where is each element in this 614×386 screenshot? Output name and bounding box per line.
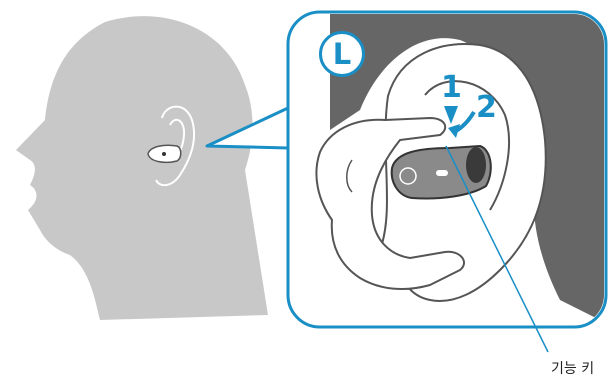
left-side-badge: L (319, 31, 365, 77)
function-key-label: 기능 키 (551, 362, 594, 376)
step-1-label: 1 (441, 73, 462, 103)
step-2-label: 2 (476, 93, 497, 123)
head-silhouette-icon (16, 16, 268, 320)
